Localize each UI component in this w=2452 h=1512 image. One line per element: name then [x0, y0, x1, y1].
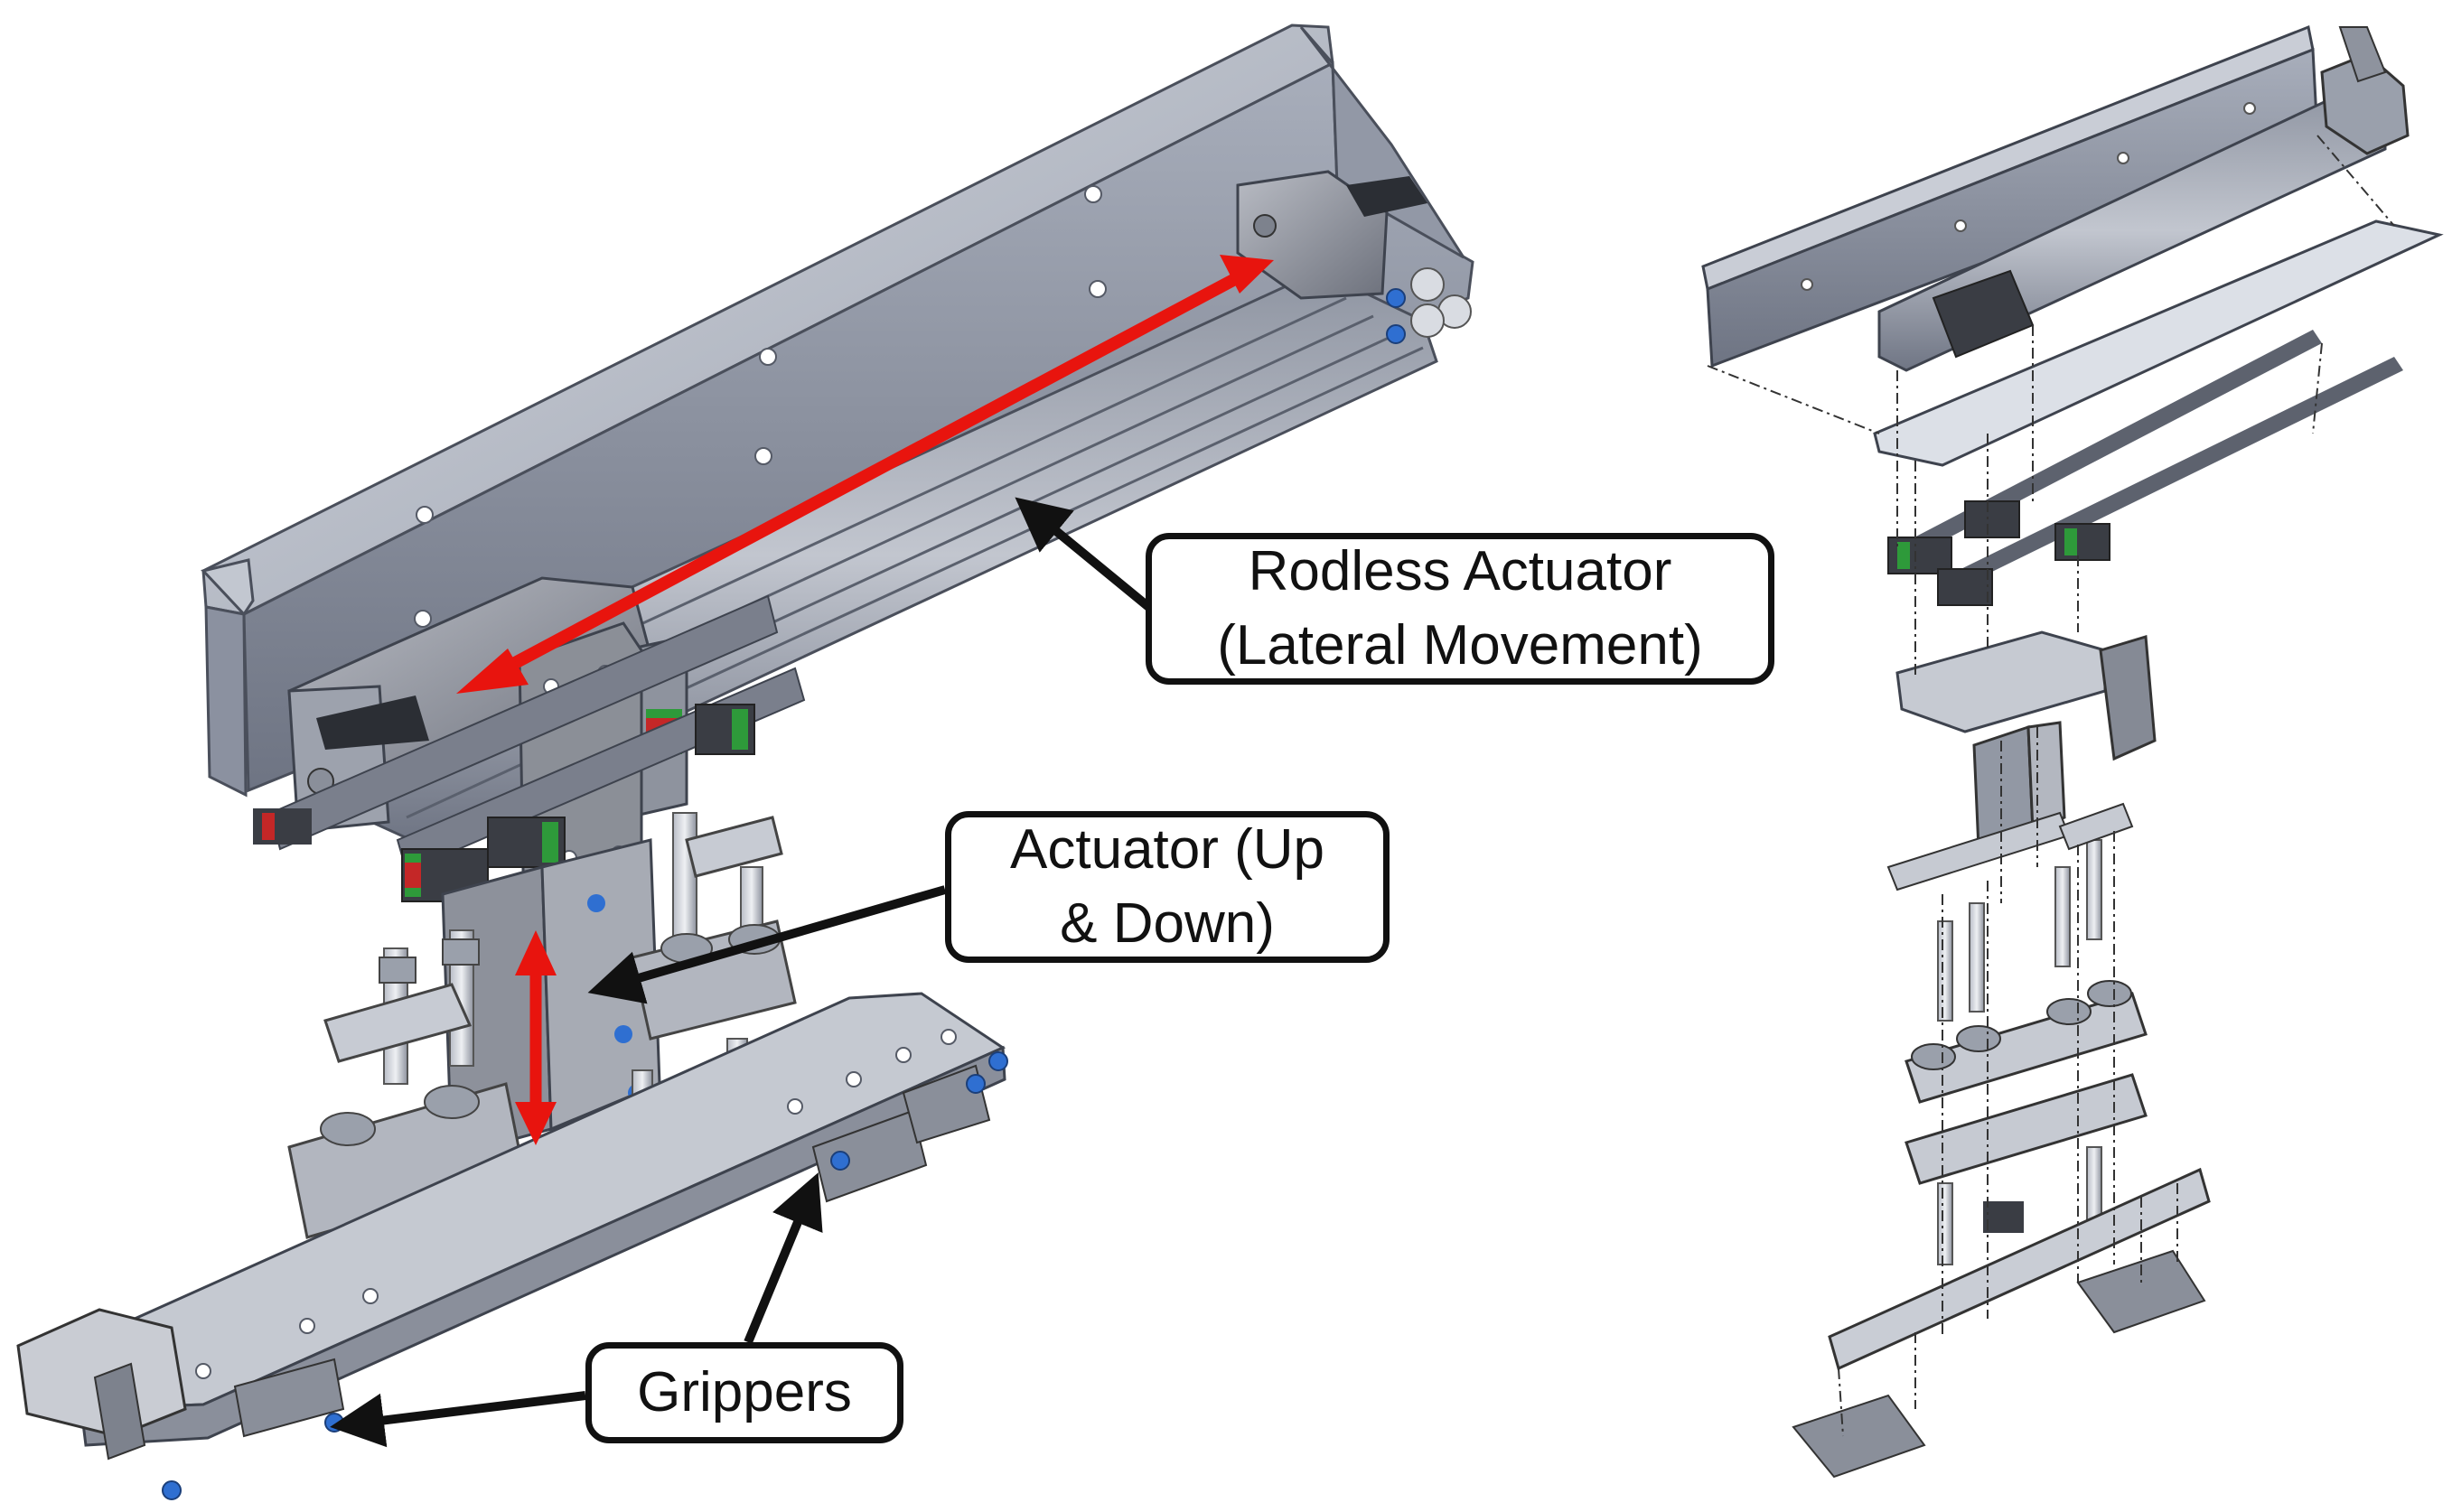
rodless-pointer-arrow — [1015, 497, 1156, 613]
vertical-actuator-label: Actuator (Up & Down) — [945, 811, 1390, 963]
exploded-rails — [1887, 330, 2403, 606]
gripper-pointer-arrow-2 — [330, 1391, 586, 1448]
gripper-pointer-arrow-1 — [744, 1172, 823, 1344]
exploded-back-panel — [1701, 24, 2319, 369]
exploded-view — [1701, 24, 2444, 1479]
exploded-rods — [1886, 802, 2148, 1265]
callout-pointers — [330, 497, 1156, 1448]
lateral-motion-arrow — [456, 255, 1274, 694]
exploded-top-plate — [1873, 219, 2444, 467]
rodless-actuator-label: Rodless Actuator (Lateral Movement) — [1146, 533, 1774, 685]
exploded-dash-lines — [1707, 135, 2395, 1437]
exploded-actuator — [1877, 26, 2410, 372]
linear-guides — [253, 594, 806, 902]
grippers — [16, 1051, 1008, 1500]
actuator-end-block — [1236, 170, 1472, 344]
exploded-grippers — [1792, 1249, 2206, 1479]
exploded-carriage-plate — [1895, 630, 2157, 761]
grippers-label: Grippers — [585, 1342, 903, 1443]
updown-pointer-arrow — [587, 885, 947, 1004]
vertical-motion-arrow — [515, 930, 557, 1145]
assembled-view — [16, 23, 1474, 1500]
